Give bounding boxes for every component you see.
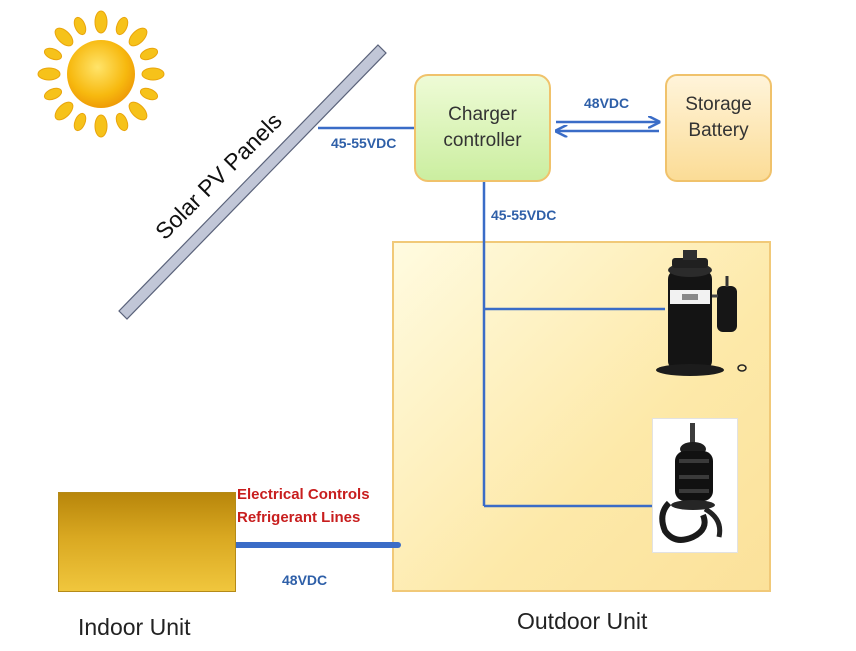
label-charger-to-outdoor: 45-55VDC [491,207,557,223]
compressor-icon [656,250,747,376]
sun-icon [37,10,165,138]
outdoor-unit-label: Outdoor Unit [517,608,648,634]
battery-line-2: Battery [688,120,749,141]
charger-line-2: controller [443,130,522,151]
indoor-link-label: Electrical Controls Refrigerant Lines [237,483,370,529]
battery-line-1: Storage [685,94,752,115]
charger-line-1: Charger [448,104,517,125]
indoor-unit-label: Indoor Unit [78,614,191,640]
label-indoor-to-outdoor: 48VDC [282,572,328,588]
arrow-charger-battery [556,122,659,131]
fan-motor-panel [652,418,738,553]
solar-panel-icon [118,44,387,320]
label-panel-to-charger: 45-55VDC [331,135,397,151]
label-charger-to-battery: 48VDC [584,95,630,111]
storage-battery-box: Storage Battery [665,74,772,182]
charger-controller-box: Charger controller [414,74,551,182]
indoor-unit-box [58,492,236,592]
fan-motor-icon [659,423,723,543]
electrical-controls-label: Electrical Controls [237,486,370,503]
refrigerant-lines-label: Refrigerant Lines [237,509,361,526]
wiring [318,126,665,508]
